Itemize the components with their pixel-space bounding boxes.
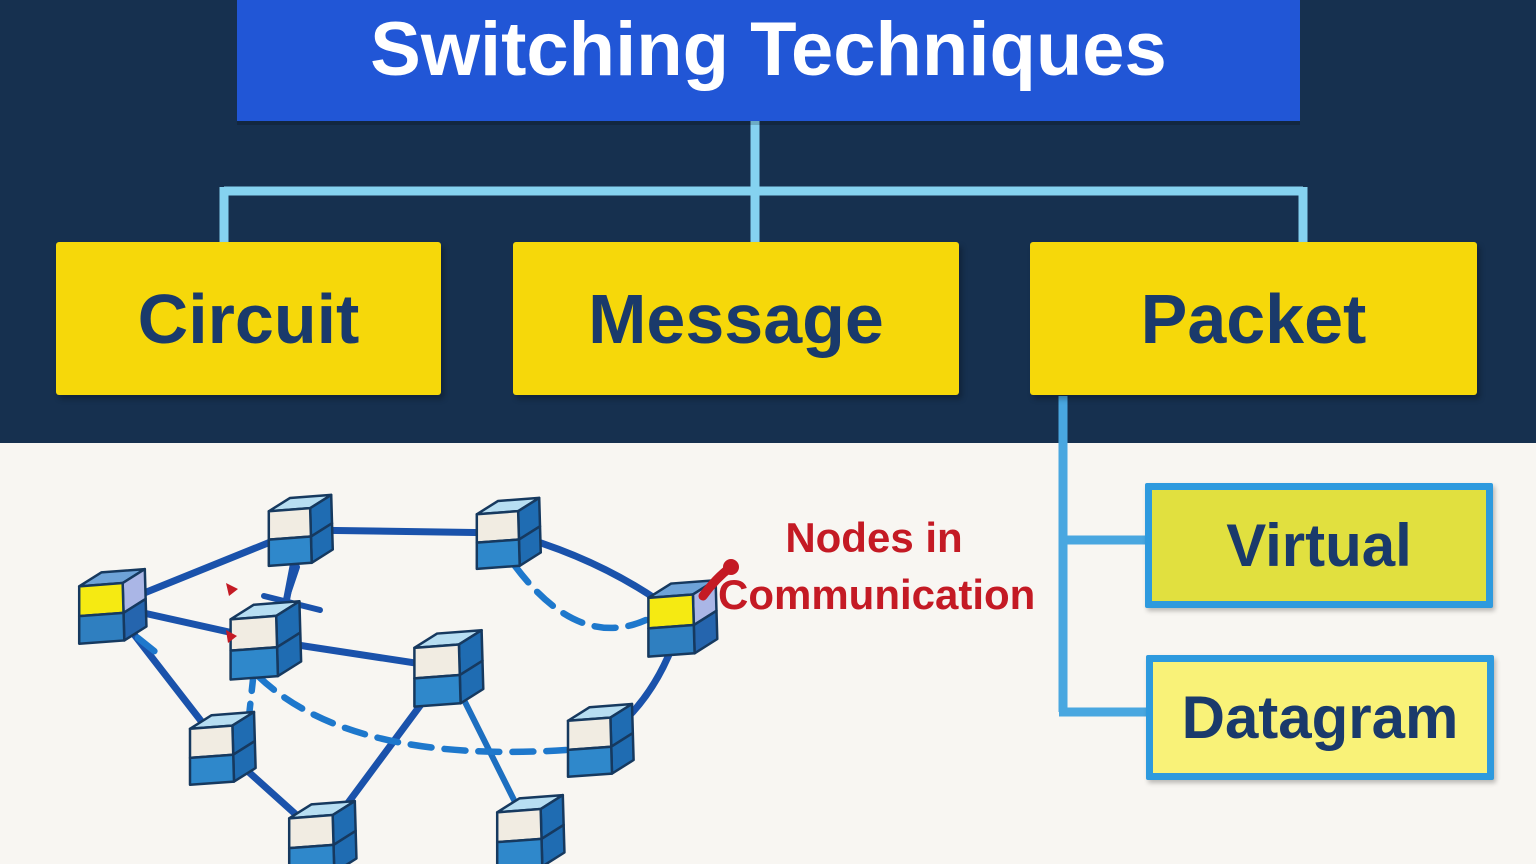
annotation-line-2: Communication — [718, 570, 1036, 618]
cube-face — [495, 807, 543, 844]
cube-face — [566, 716, 613, 752]
datagram-label: Datagram — [1181, 684, 1459, 751]
message-label: Message — [588, 279, 884, 358]
box-virtual: Virtual — [1145, 483, 1493, 608]
circuit-label: Circuit — [137, 279, 360, 358]
cube-face — [413, 673, 462, 708]
box-packet: Packet — [1030, 242, 1477, 395]
cube-face — [188, 753, 236, 787]
cube-face — [188, 724, 235, 760]
network-link — [296, 526, 512, 537]
cube-face — [229, 614, 279, 652]
cube-face — [647, 623, 696, 658]
cube-face — [267, 535, 313, 568]
cube-face — [77, 581, 125, 618]
box-circuit: Circuit — [56, 242, 441, 395]
cube-face — [475, 509, 521, 544]
network-link-dashed — [511, 562, 650, 632]
cube-face — [229, 645, 280, 681]
annotation-line-1: Nodes in — [785, 514, 963, 561]
callout-arrow-head — [723, 559, 739, 575]
cube-face — [287, 843, 336, 864]
network-link-dashed — [134, 634, 162, 658]
nodes-in-communication-callout: Nodes in Communication — [718, 510, 1035, 623]
page-title: Switching Techniques — [370, 7, 1167, 92]
cube-face — [287, 813, 335, 850]
title-box: Switching Techniques — [237, 0, 1300, 121]
cube-face — [77, 611, 126, 645]
cube-face — [647, 593, 696, 630]
cube-face — [267, 506, 313, 541]
box-datagram: Datagram — [1146, 655, 1494, 780]
packet-label: Packet — [1140, 279, 1367, 358]
network-link-dashed — [254, 672, 570, 756]
virtual-label: Virtual — [1226, 512, 1412, 579]
red-tick-mark — [226, 583, 238, 596]
cube-face — [475, 538, 521, 571]
cube-face — [495, 837, 544, 864]
red-tick-mark — [226, 630, 237, 643]
cube-face — [413, 643, 462, 680]
box-message: Message — [513, 242, 959, 395]
cube-face — [566, 745, 614, 779]
